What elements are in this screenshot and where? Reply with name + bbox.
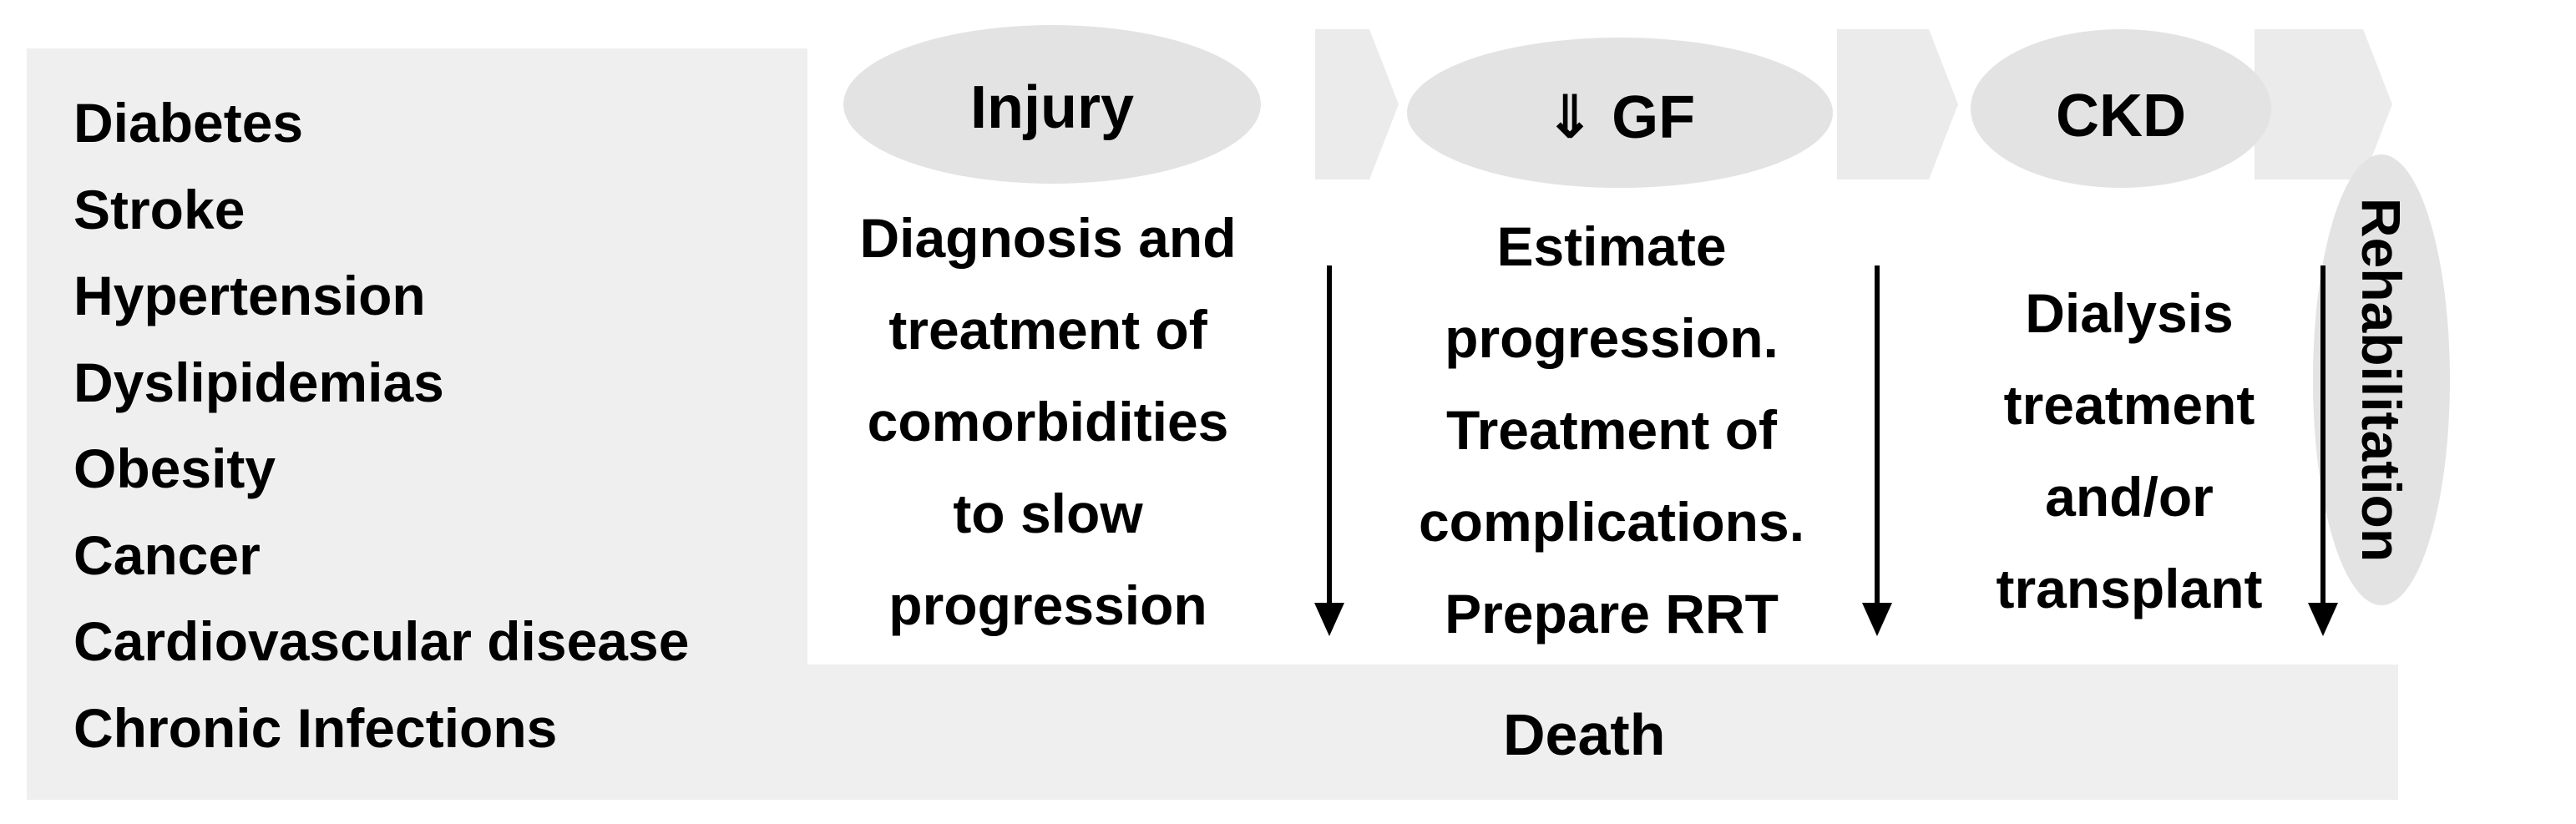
stage-ellipse-injury [843,25,1261,184]
risk-factor-item: Stroke [73,178,245,240]
outcome-band [27,665,2398,800]
risk-factor-item: Diabetes [73,92,304,154]
stage-description-injury: Diagnosis and treatment of comorbidities… [859,207,1237,636]
risk-factor-item: Chronic Infections [73,696,558,759]
stage-ellipse-ckd [1971,29,2271,188]
stage-label-injury: Injury [969,74,1135,141]
risk-factor-item: Cardiovascular disease [73,610,690,672]
chevron-arrow-2 [1837,29,1958,179]
risk-factor-item: Dyslipidemias [73,351,444,413]
down-arrow-1 [1314,265,1344,636]
stage-description-ckd: Dialysis treatment and/or transplant [1996,282,2263,619]
stage-ellipse-gf [1407,38,1833,188]
stage-label-gf: ⇓ GF [1544,84,1696,151]
chevron-arrow-1 [1315,29,1399,179]
risk-factor-item: Cancer [73,523,261,586]
stage-label-ckd: CKD [2056,83,2186,149]
rehabilitation-label: Rehabilitation [2351,197,2412,563]
outcome-label-death: Death [1503,702,1666,767]
risk-factor-list: Diabetes Stroke Hypertension Dyslipidemi… [73,80,689,771]
chevron-arrow-3 [2255,29,2392,179]
stage-description-gf: Estimate progression. Treatment of compl… [1418,215,1805,645]
risk-factor-item: Obesity [73,437,276,499]
down-arrow-2 [1862,265,1892,636]
down-arrow-3 [2308,265,2338,636]
rehabilitation-ellipse [2313,154,2450,605]
risk-factor-item: Hypertension [73,265,426,326]
